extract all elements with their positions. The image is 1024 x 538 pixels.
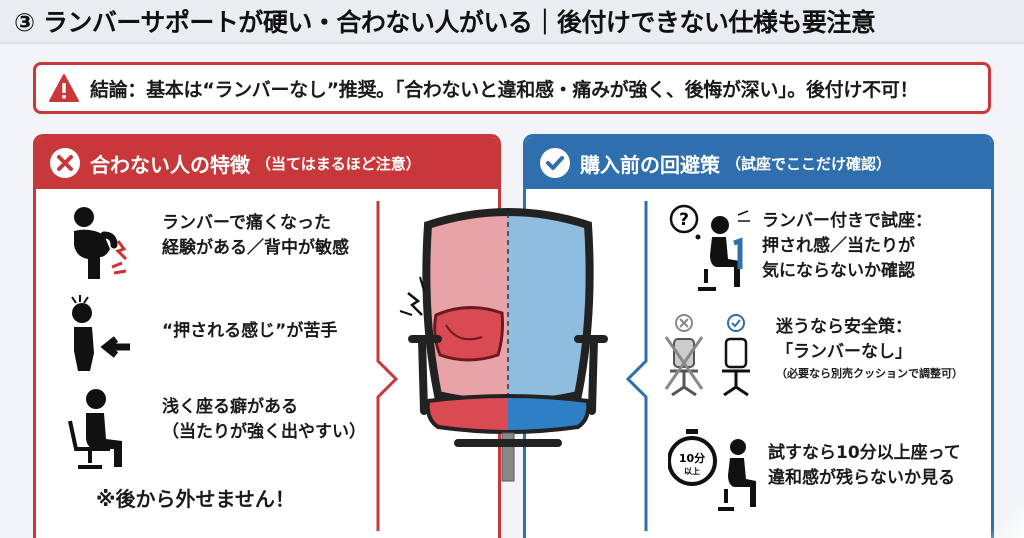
trait-item-shallow: 浅く座る癖がある （当たりが強く出やすい） — [60, 387, 366, 471]
page-title: ③ ランバーサポートが硬い・合わない人がいる｜後付けできない仕様も要注意 — [14, 8, 876, 37]
chair-compare-icon — [664, 314, 750, 397]
tip-trial-line3: 気にならないか確認 — [762, 261, 915, 281]
trait-pain-line2: 経験がある／背中が敏感 — [162, 238, 349, 258]
divider-arrow-right — [625, 201, 648, 531]
timer-sub-label: 以上 — [684, 466, 700, 476]
trait-shallow-line2: （当たりが強く出やすい） — [162, 422, 366, 442]
tip-trial-line1: ランバー付きで試座： — [762, 211, 932, 231]
timer-icon: 10分 以上 — [668, 429, 756, 511]
tip-safe-sub: （必要なら別売クッションで調整可） — [776, 367, 963, 380]
tip-item-trial: ? ランバー付きで試座： 押され感／当たりが 気にならないか確認 — [668, 203, 932, 295]
cross-circle-icon — [50, 148, 80, 178]
mismatch-heading-label: 合わない人の特徴 — [90, 152, 250, 177]
tip-ten-line1: 試すなら10分以上座って — [768, 443, 961, 463]
tip-safe-line1: 迷うなら安全策： — [776, 317, 912, 337]
title-bar: ③ ランバーサポートが硬い・合わない人がいる｜後付けできない仕様も要注意 — [0, 0, 1024, 44]
thinking-sitter-icon: ? — [669, 204, 750, 291]
mismatch-heading-note: （当てはまるほど注意） — [256, 154, 421, 173]
timer-label: 10分 — [679, 451, 705, 465]
trait-pressed-line1: “押される感じ”が苦手 — [162, 321, 338, 341]
trait-item-pressed: “押される感じ”が苦手 — [60, 293, 337, 373]
avoidance-heading-label: 購入前の回避策 — [580, 152, 720, 177]
tip-ten-line2: 違和感が残らないか見る — [768, 468, 955, 488]
mismatch-traits-heading: 合わない人の特徴 （当てはまるほど注意） — [36, 137, 498, 189]
tip-item-ten-minutes: 10分 以上 試すなら10分以上座って 違和感が残らないか見る — [668, 427, 961, 511]
warning-triangle-icon — [49, 74, 79, 102]
shallow-sitting-icon — [68, 389, 122, 469]
trait-shallow-line1: 浅く座る癖がある — [162, 397, 298, 417]
pressed-back-icon — [71, 295, 130, 371]
conclusion-text: 結論：基本は“ランバーなし”推奨。「合わないと違和感・痛みが強く、後悔が深い」。… — [90, 78, 919, 101]
conclusion-alert: 結論：基本は“ランバーなし”推奨。「合わないと違和感・痛みが強く、後悔が深い」。… — [33, 62, 991, 114]
divider-arrow — [376, 201, 399, 531]
tip-trial-line2: 押され感／当たりが — [762, 236, 915, 256]
svg-text:?: ? — [679, 210, 689, 230]
trait-item-pain: ランバーで痛くなった 経験がある／背中が敏感 — [60, 205, 349, 281]
trait-pain-line1: ランバーで痛くなった — [162, 213, 331, 233]
avoidance-heading-note: （試座でここだけ確認） — [726, 154, 892, 173]
cannot-remove-note: ※後から外せません！ — [96, 487, 295, 511]
check-circle-icon — [540, 148, 570, 178]
tip-safe-line2: 「ランバーなし」 — [776, 342, 912, 362]
office-chair-illustration — [399, 208, 608, 482]
corner-decoration — [984, 508, 1024, 538]
back-pain-icon — [74, 207, 128, 279]
avoidance-panel: 購入前の回避策 （試座でここだけ確認） ? ランバー付きで試座： 押され感／当た… — [523, 134, 994, 538]
avoidance-heading: 購入前の回避策 （試座でここだけ確認） — [526, 137, 991, 189]
tip-item-safe: 迷うなら安全策： 「ランバーなし」 （必要なら別売クッションで調整可） — [662, 313, 963, 401]
